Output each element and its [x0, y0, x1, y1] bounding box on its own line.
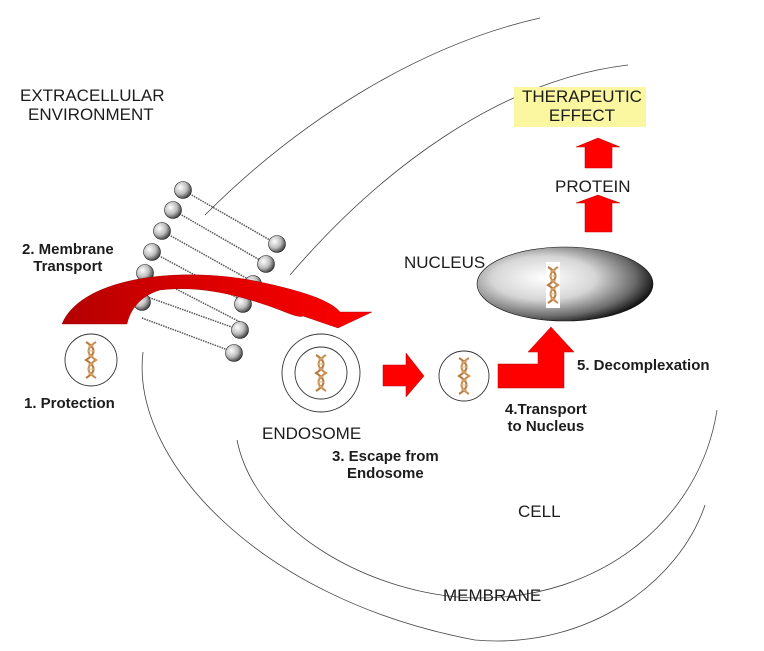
step-5-label: 5. Decomplexation: [577, 357, 710, 374]
nucleus-shape: [476, 246, 654, 322]
protected-dna-complex: [64, 333, 118, 387]
extracellular-label-line2: ENVIRONMENT: [28, 105, 154, 125]
extracellular-label: EXTRACELLULAR ENVIRONMENT: [20, 86, 165, 124]
step-3-line1: 3. Escape from: [332, 448, 439, 465]
step-1-label: 1. Protection: [24, 395, 115, 412]
step-4-label: 4.Transport to Nucleus: [505, 401, 587, 436]
lipid-bilayer: [141, 189, 276, 354]
step-2-line2: Transport: [33, 257, 103, 275]
step-4-line1: 4.Transport: [505, 401, 587, 418]
nucleus-to-protein-arrow: [575, 194, 621, 233]
cell-inner-bottom-curve: [236, 409, 718, 599]
nucleus-label: NUCLEUS: [404, 253, 486, 272]
protein-to-effect-arrow: [575, 137, 621, 169]
therapeutic-effect-label: THERAPEUTIC EFFECT: [514, 87, 646, 128]
membrane-inner-top-curve: [289, 64, 629, 276]
therapeutic-line2: EFFECT: [548, 105, 616, 125]
step-4-line2: to Nucleus: [507, 417, 585, 435]
endosome-inner: [294, 346, 348, 400]
escape-arrow: [382, 352, 425, 398]
step-2-line1: 2. Membrane: [22, 241, 114, 258]
released-dna-complex: [438, 350, 490, 402]
lipid-heads: [133, 181, 286, 362]
step-2-label: 2. Membrane Transport: [22, 241, 114, 276]
endosome-label: ENDOSOME: [262, 424, 362, 443]
nuclear-transport-arrow: [497, 326, 575, 389]
cell-label: CELL: [518, 502, 561, 521]
extracellular-label-line1: EXTRACELLULAR: [20, 86, 165, 105]
membrane-transport-arrow: [61, 274, 373, 329]
protein-label: PROTEIN: [555, 177, 631, 196]
step-3-line2: Endosome: [347, 464, 424, 482]
membrane-outer-bottom-curve: [141, 351, 706, 642]
therapeutic-line1: THERAPEUTIC: [522, 87, 642, 106]
membrane-outer-top-curve: [204, 17, 541, 216]
step-3-label: 3. Escape from Endosome: [332, 448, 439, 483]
membrane-label: MEMBRANE: [443, 586, 542, 605]
